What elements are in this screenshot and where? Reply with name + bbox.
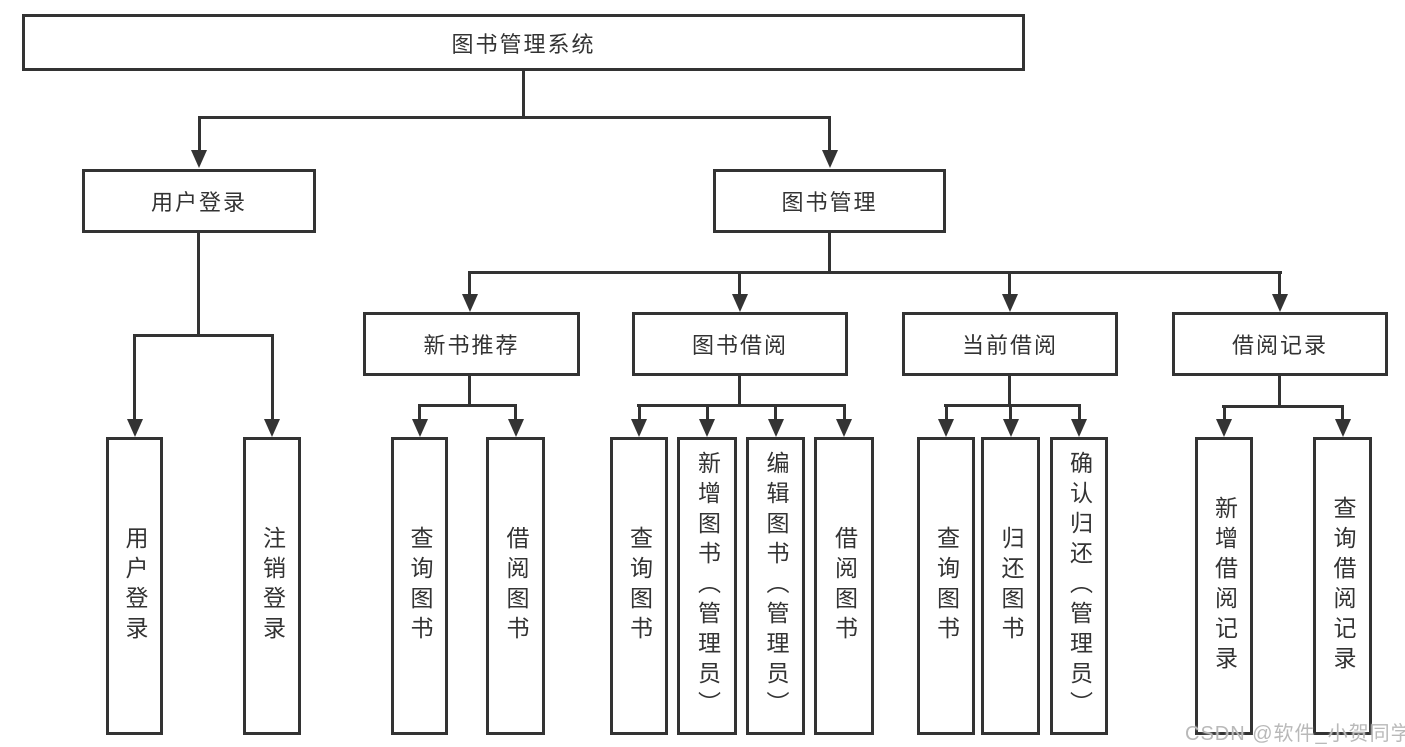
connector-stem-leaf xyxy=(514,404,517,421)
connector-book-mgmt-stub xyxy=(828,233,831,273)
leaf-borrow-books-recommend: 借阅图书 xyxy=(486,437,545,735)
connector-group-stub xyxy=(1278,376,1281,407)
node-borrow-records: 借阅记录 xyxy=(1172,312,1388,376)
connector-user-login-stub xyxy=(197,233,200,336)
connector-stem-level3 xyxy=(468,271,471,297)
leaf-label: 用户登录 xyxy=(122,526,148,646)
connector-group-stub xyxy=(1008,376,1011,406)
leaf-query-books-recommend: 查询图书 xyxy=(391,437,448,735)
arrowhead-icon xyxy=(264,419,280,437)
connector-stem-leaf xyxy=(774,404,777,421)
arrowhead-icon xyxy=(836,419,852,437)
leaf-confirm-return-admin: 确认归还（管理员） xyxy=(1050,437,1108,735)
leaf-label: 借阅图书 xyxy=(831,526,858,646)
leaf-label: 查询借阅记录 xyxy=(1330,496,1356,676)
node-book-borrow: 图书借阅 xyxy=(632,312,848,376)
connector-stem-leaf xyxy=(133,334,136,420)
arrowhead-icon xyxy=(1003,419,1019,437)
leaf-label: 查询图书 xyxy=(626,526,653,646)
node-root-label: 图书管理系统 xyxy=(451,31,596,57)
connector-level2-distributor xyxy=(198,116,831,119)
connector-stem-leaf xyxy=(1223,405,1226,421)
leaf-label: 注销登录 xyxy=(259,526,286,646)
connector-group-distributor xyxy=(1222,405,1344,408)
connector-stem-level3 xyxy=(1278,271,1281,297)
arrowhead-icon xyxy=(822,150,838,168)
node-user-login-branch: 用户登录 xyxy=(82,169,316,233)
arrowhead-icon xyxy=(732,294,748,312)
connector-stem-leaf xyxy=(271,334,274,420)
csdn-watermark: CSDN @软件_小贺同学 xyxy=(1185,723,1405,745)
connector-stem-leaf xyxy=(1341,405,1344,421)
arrowhead-icon xyxy=(1216,419,1232,437)
leaf-label: 借阅图书 xyxy=(503,526,529,646)
leaf-label: 编辑图书（管理员） xyxy=(763,451,789,721)
arrowhead-icon xyxy=(412,419,428,437)
node-new-book-recommend: 新书推荐 xyxy=(363,312,580,376)
node-label: 借阅记录 xyxy=(1231,333,1328,358)
arrowhead-icon xyxy=(1335,419,1351,437)
leaf-query-books-borrow: 查询图书 xyxy=(610,437,668,735)
connector-stem-level3 xyxy=(738,271,741,297)
leaf-logout: 注销登录 xyxy=(243,437,301,735)
node-label: 图书管理 xyxy=(781,190,878,215)
leaf-borrow-books: 借阅图书 xyxy=(814,437,874,735)
leaf-add-books-admin: 新增图书（管理员） xyxy=(677,437,737,735)
leaf-label: 归还图书 xyxy=(998,526,1024,646)
leaf-label: 确认归还（管理员） xyxy=(1066,451,1093,721)
arrowhead-icon xyxy=(1002,294,1018,312)
node-label: 当前借阅 xyxy=(961,333,1058,358)
connector-stem-leaf xyxy=(1009,404,1012,421)
arrowhead-icon xyxy=(938,419,954,437)
connector-stem-leaf xyxy=(945,404,948,421)
node-label: 用户登录 xyxy=(150,190,247,215)
node-current-borrow: 当前借阅 xyxy=(902,312,1118,376)
leaf-query-borrow-record: 查询借阅记录 xyxy=(1313,437,1372,735)
node-book-management-branch: 图书管理 xyxy=(713,169,946,233)
connector-group-stub xyxy=(738,376,741,406)
arrowhead-icon xyxy=(768,419,784,437)
arrowhead-icon xyxy=(699,419,715,437)
arrowhead-icon xyxy=(191,150,207,168)
connector-root-stub xyxy=(522,71,525,118)
connector-group-distributor xyxy=(418,404,517,407)
arrowhead-icon xyxy=(462,294,478,312)
arrowhead-icon xyxy=(127,419,143,437)
connector-stem-leaf xyxy=(706,404,709,421)
leaf-label: 查询图书 xyxy=(407,526,433,646)
arrowhead-icon xyxy=(508,419,524,437)
leaf-label: 新增图书（管理员） xyxy=(694,451,721,721)
arrowhead-icon xyxy=(1272,294,1288,312)
node-root: 图书管理系统 xyxy=(22,14,1025,71)
node-label: 新书推荐 xyxy=(423,333,520,358)
connector-stem-level3 xyxy=(1008,271,1011,297)
connector-stem-leaf xyxy=(418,404,421,421)
node-label: 图书借阅 xyxy=(691,333,788,358)
connector-level3-distributor xyxy=(468,271,1282,274)
connector-stem-user-login xyxy=(198,116,201,152)
leaf-query-books-current: 查询图书 xyxy=(917,437,975,735)
connector-group-distributor xyxy=(637,404,846,407)
leaf-edit-books-admin: 编辑图书（管理员） xyxy=(746,437,805,735)
connector-group-distributor xyxy=(944,404,1081,407)
arrowhead-icon xyxy=(1071,419,1087,437)
connector-stem-book-mgmt xyxy=(828,116,831,152)
connector-stem-leaf xyxy=(843,404,846,421)
leaf-return-books: 归还图书 xyxy=(981,437,1040,735)
connector-user-login-distributor xyxy=(133,334,274,337)
connector-stem-leaf xyxy=(1078,404,1081,421)
leaf-add-borrow-record: 新增借阅记录 xyxy=(1195,437,1253,735)
arrowhead-icon xyxy=(631,419,647,437)
connector-group-stub xyxy=(468,376,471,406)
leaf-label: 查询图书 xyxy=(933,526,960,646)
connector-stem-leaf xyxy=(638,404,641,421)
leaf-label: 新增借阅记录 xyxy=(1211,496,1238,676)
leaf-user-login: 用户登录 xyxy=(106,437,163,735)
